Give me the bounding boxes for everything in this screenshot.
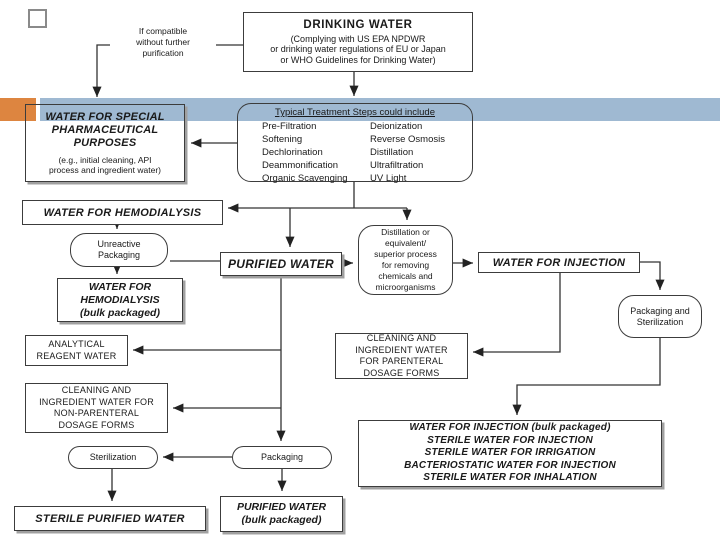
drinking-water-box: DRINKING WATER (Complying with US EPA NP… <box>243 12 473 72</box>
drinking-water-title: DRINKING WATER <box>303 18 413 31</box>
hemodialysis-box: WATER FOR HEMODIALYSIS <box>22 200 223 225</box>
final-water-type: WATER FOR INJECTION (bulk packaged) <box>409 422 611 434</box>
connector-packsteril-to-final <box>512 338 661 415</box>
special-purposes-title: WATER FOR SPECIAL PHARMACEUTICAL PURPOSE… <box>45 110 165 149</box>
treatment-steps-columns: Pre-Filtration Softening Dechlorination … <box>238 120 472 185</box>
water-for-injection-box: WATER FOR INJECTION <box>478 252 640 273</box>
treatment-steps-box: Typical Treatment Steps could include Pr… <box>237 103 473 185</box>
purified-water-box: PURIFIED WATER <box>220 252 342 276</box>
treatment-steps-right-column: Deionization Reverse Osmosis Distillatio… <box>370 120 445 185</box>
treatment-step: Deammonification <box>262 160 339 171</box>
analytical-reagent-box: ANALYTICAL REAGENT WATER <box>25 335 128 366</box>
connector-wfi-to-parenteral <box>473 273 561 357</box>
final-water-type: STERILE WATER FOR INJECTION <box>427 434 593 446</box>
special-purposes-box: WATER FOR SPECIAL PHARMACEUTICAL PURPOSE… <box>25 104 185 182</box>
sterile-purified-water-box: STERILE PURIFIED WATER <box>14 506 206 531</box>
packaging-oval: Packaging <box>232 446 332 469</box>
final-waters-box: WATER FOR INJECTION (bulk packaged) STER… <box>358 420 662 487</box>
treatment-step: Organic Scavenging <box>262 173 348 184</box>
treatment-step: Pre-Filtration <box>262 121 317 132</box>
if-compatible-label: If compatible without further purificati… <box>110 25 216 60</box>
hemodialysis-bulk-box: WATER FOR HEMODIALYSIS (bulk packaged) <box>57 278 183 322</box>
treatment-step: Ultrafiltration <box>370 160 424 171</box>
parenteral-water-box: CLEANING AND INGREDIENT WATER FOR PARENT… <box>335 333 468 379</box>
treatment-steps-heading: Typical Treatment Steps could include <box>274 107 435 118</box>
treatment-steps-left-column: Pre-Filtration Softening Dechlorination … <box>262 120 370 185</box>
title-band-orange <box>0 98 36 121</box>
treatment-step: Dechlorination <box>262 147 323 158</box>
slide-accent-square <box>28 9 47 28</box>
treatment-step: Softening <box>262 134 303 145</box>
special-purposes-subtitle: (e.g., initial cleaning, API process and… <box>49 154 161 176</box>
treatment-step: UV Light <box>370 173 407 184</box>
final-water-type: STERILE WATER FOR INHALATION <box>423 472 597 484</box>
purified-water-bulk-box: PURIFIED WATER (bulk packaged) <box>220 496 343 532</box>
packaging-sterilization-oval: Packaging and Sterilization <box>618 295 702 338</box>
treatment-step: Deionization <box>370 121 423 132</box>
drinking-water-subtitle: (Complying with US EPA NPDWR or drinking… <box>270 33 446 65</box>
non-parenteral-water-box: CLEANING AND INGREDIENT WATER FOR NON-PA… <box>25 383 168 433</box>
unreactive-packaging-oval: Unreactive Packaging <box>70 233 168 267</box>
connector-wfi-to-packsteril <box>640 261 665 290</box>
distillation-oval: Distillation or equivalent/ superior pro… <box>358 225 453 295</box>
treatment-step: Reverse Osmosis <box>370 134 445 145</box>
sterilization-oval: Sterilization <box>68 446 158 469</box>
treatment-step: Distillation <box>370 147 414 158</box>
title-band-blue <box>40 98 720 121</box>
final-water-type: STERILE WATER FOR IRRIGATION <box>424 447 596 459</box>
final-water-type: BACTERIOSTATIC WATER FOR INJECTION <box>404 459 616 471</box>
